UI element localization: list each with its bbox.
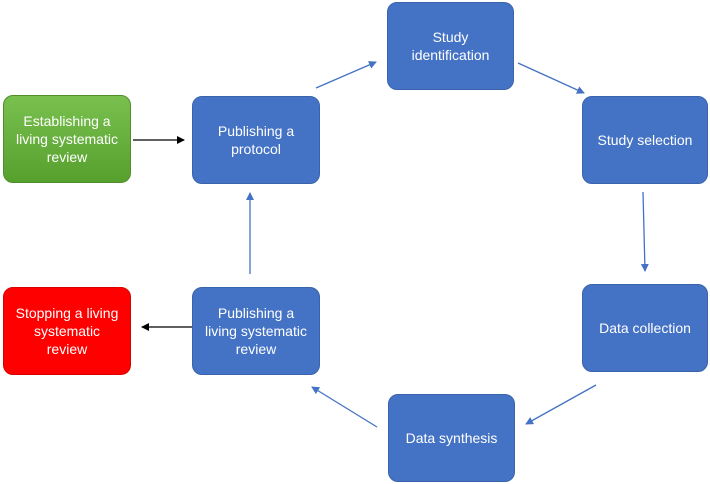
- data-synthesis-label: Data synthesis: [405, 430, 498, 446]
- arrow-selection-to-collection: [640, 191, 649, 272]
- study-selection-box: Study selection: [582, 96, 708, 184]
- publishing-living-systematic-review-label: Publishing a living systematic review: [205, 305, 307, 357]
- study-identification-box: Study identification: [387, 2, 514, 90]
- study-identification-label: Study identification: [411, 29, 490, 63]
- establishing-living-systematic-review-box: Establishing a living systematic review: [3, 95, 131, 183]
- arrow-collection-to-synthesis: [525, 384, 597, 425]
- stopping-living-systematic-review-box: Stopping a living systematic review: [3, 287, 131, 375]
- study-selection-label: Study selection: [597, 132, 693, 148]
- publishing-protocol-box: Publishing a protocol: [192, 96, 320, 184]
- data-collection-label: Data collection: [599, 320, 691, 336]
- arrow-synthesis-to-publishing-lsr: [311, 386, 378, 428]
- data-collection-box: Data collection: [582, 284, 708, 372]
- publishing-living-systematic-review-box: Publishing a living systematic review: [192, 287, 320, 375]
- arrow-protocol-to-identification: [315, 61, 377, 89]
- arrow-identification-to-selection: [517, 62, 585, 94]
- data-synthesis-box: Data synthesis: [388, 394, 515, 482]
- stopping-living-systematic-review-label: Stopping a living systematic review: [15, 305, 119, 357]
- publishing-protocol-label: Publishing a protocol: [217, 123, 295, 157]
- establishing-living-systematic-review-label: Establishing a living systematic review: [16, 113, 118, 165]
